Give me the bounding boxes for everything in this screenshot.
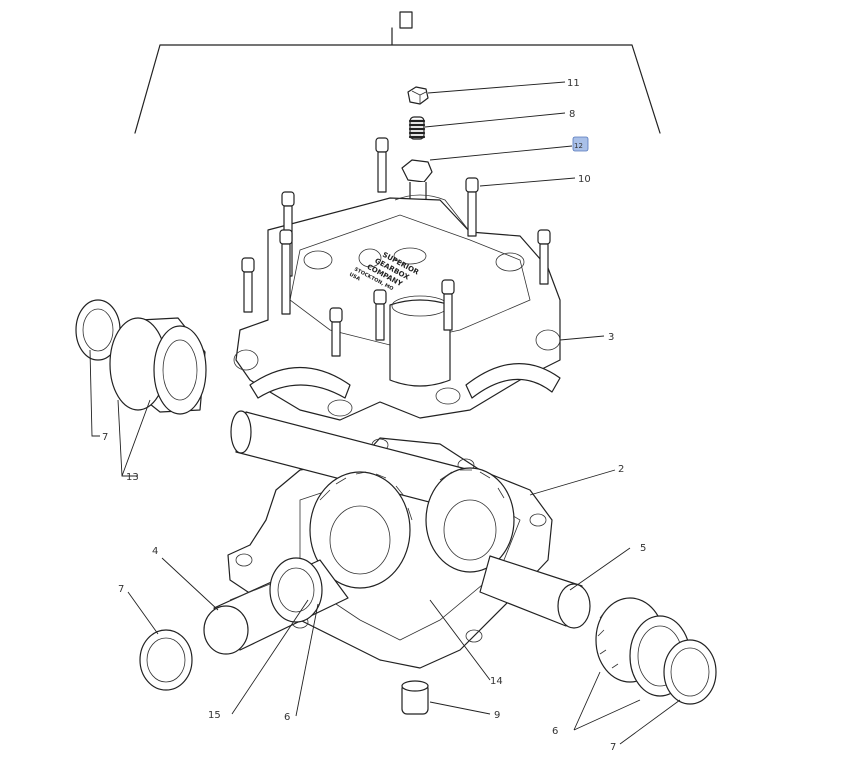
callout-7-left[interactable]: 7: [118, 584, 124, 595]
callouts: 11 8 12 10 3 7 13 2 4 5 7 14 15 6 9 6 7: [102, 78, 646, 753]
left-bearing-part[interactable]: [109, 317, 207, 415]
callout-15[interactable]: 15: [208, 710, 221, 721]
assembly-tag-box: [399, 11, 413, 29]
assembly-bracket: [134, 11, 661, 134]
leader-lines: [89, 81, 681, 745]
lower-left-seal-part[interactable]: [139, 629, 193, 691]
cap-screws-part[interactable]: [241, 137, 551, 357]
callout-13[interactable]: 13: [126, 472, 139, 483]
callout-6-right[interactable]: 6: [552, 726, 558, 737]
logo-line-5: USA: [348, 272, 361, 283]
callout-5[interactable]: 5: [640, 543, 646, 554]
superior-logo-icon: [358, 248, 382, 268]
breather-plug-part[interactable]: [401, 159, 433, 204]
callout-12-highlight[interactable]: [572, 136, 589, 152]
callout-7-right[interactable]: 7: [610, 742, 616, 753]
callout-9[interactable]: 9: [494, 710, 500, 721]
left-seal-part[interactable]: [75, 299, 121, 361]
callout-3[interactable]: 3: [608, 332, 614, 343]
bushing-part[interactable]: [401, 680, 429, 715]
callout-7-upper[interactable]: 7: [102, 432, 108, 443]
callout-10[interactable]: 10: [578, 174, 591, 185]
callout-14[interactable]: 14: [490, 676, 503, 687]
callout-12[interactable]: 12: [574, 142, 583, 150]
bevel-gears-part[interactable]: [309, 467, 515, 589]
spring-part[interactable]: [408, 116, 426, 140]
callout-6-left[interactable]: 6: [284, 712, 290, 723]
output-shaft-left-part[interactable]: [203, 557, 349, 655]
top-cover-part[interactable]: SUPERIOR GEARBOX COMPANY STOCKTON, MO US…: [233, 194, 561, 421]
callout-11[interactable]: 11: [567, 78, 580, 89]
callout-8[interactable]: 8: [569, 109, 575, 120]
right-seal-part[interactable]: [663, 639, 717, 705]
callout-4[interactable]: 4: [152, 546, 158, 557]
hex-nut-part[interactable]: [407, 86, 429, 105]
output-shaft-right-part[interactable]: [479, 555, 591, 629]
callout-2[interactable]: 2: [618, 464, 624, 475]
